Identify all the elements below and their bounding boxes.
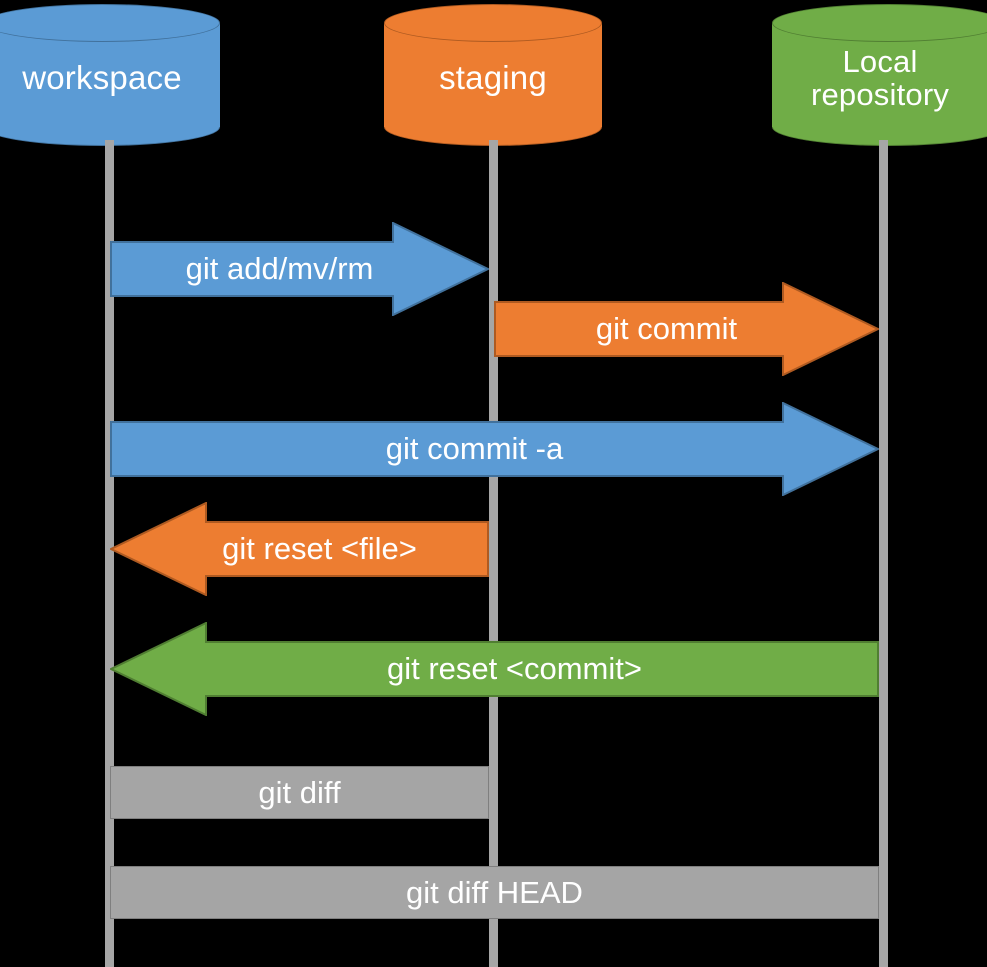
node-workspace[interactable]: workspace	[0, 4, 220, 146]
arrow-git-commit[interactable]: git commit	[494, 282, 879, 376]
node-label-staging: staging	[439, 59, 547, 97]
arrow-git-reset-file[interactable]: git reset <file>	[110, 502, 489, 596]
cylinder-shape-staging	[384, 4, 602, 146]
bar-git-diff[interactable]: git diff	[110, 766, 489, 819]
cylinder-top	[384, 4, 602, 42]
cylinder-shape-workspace	[0, 4, 220, 146]
arrow-git-commit-a[interactable]: git commit -a	[110, 402, 879, 496]
arrow-shape-left-icon	[110, 502, 489, 596]
arrow-shape-right-icon	[494, 282, 879, 376]
bar-git-diff-head[interactable]: git diff HEAD	[110, 866, 879, 919]
cylinder-top	[0, 4, 220, 42]
lifeline-workspace	[105, 140, 114, 967]
node-label-workspace: workspace	[22, 59, 182, 97]
lifeline-staging	[489, 140, 498, 967]
node-label-local-repository: Local repository	[810, 43, 950, 112]
arrow-shape-left-icon	[110, 622, 879, 716]
lifeline-repository	[879, 140, 888, 967]
arrow-shape-right-icon	[110, 222, 489, 316]
cylinder-shape-repository	[772, 4, 987, 146]
node-staging[interactable]: staging	[384, 4, 602, 146]
bar-label-git-diff: git diff	[258, 774, 341, 810]
arrow-shape-right-icon	[110, 402, 879, 496]
bar-label-git-diff-head: git diff HEAD	[406, 874, 583, 910]
node-local-repository[interactable]: Local repository	[772, 4, 987, 146]
arrow-git-reset-commit[interactable]: git reset <commit>	[110, 622, 879, 716]
cylinder-top	[772, 4, 987, 42]
arrow-git-add[interactable]: git add/mv/rm	[110, 222, 489, 316]
